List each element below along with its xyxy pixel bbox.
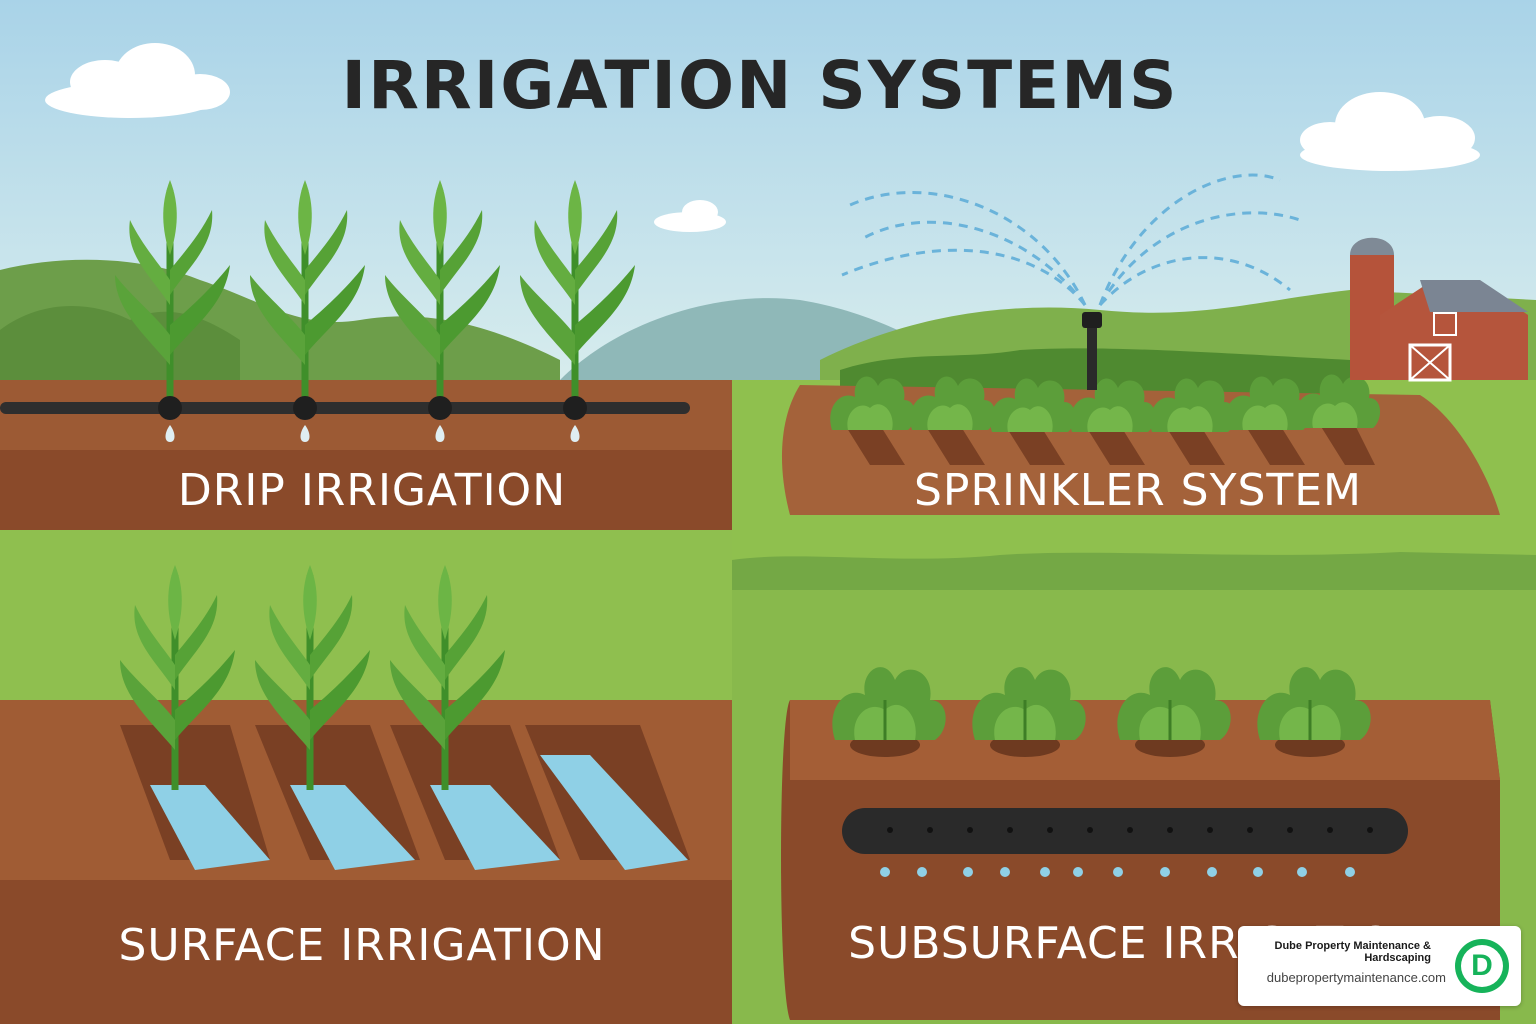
page-title: IRRIGATION SYSTEMS (342, 47, 1179, 124)
furrow-shadows (845, 425, 1375, 465)
surface-label: SURFACE IRRIGATION (118, 920, 605, 971)
cloud-small (654, 200, 726, 232)
panel-sprinkler: SPRINKLER SYSTEM (732, 173, 1536, 590)
hedge-row (732, 552, 1536, 590)
cloud-right (1300, 92, 1480, 171)
water-spray (841, 173, 1301, 307)
cloud-left (45, 43, 230, 118)
water-droplets (880, 867, 1355, 877)
company-logo-icon: D (1455, 939, 1509, 993)
water-channels (150, 755, 688, 870)
company-name: Dube Property Maintenance & Hardscaping (1274, 940, 1431, 964)
drip-emitters (158, 396, 587, 442)
barn-icon (1350, 237, 1528, 382)
panel-drip: DRIP IRRIGATION (0, 180, 732, 530)
drip-label: DRIP IRRIGATION (178, 465, 566, 516)
panel-surface: SURFACE IRRIGATION (0, 530, 732, 1024)
sprinkler-head (1082, 312, 1102, 390)
company-url[interactable]: dubepropertymaintenance.com (1266, 970, 1446, 985)
pipe-holes (887, 827, 1373, 833)
logo-letter: D (1471, 949, 1493, 982)
buried-drip-pipe (842, 808, 1408, 854)
company-badge[interactable]: Dube Property Maintenance & Hardscaping … (1238, 926, 1521, 1006)
sprinkler-label: SPRINKLER SYSTEM (914, 465, 1362, 516)
